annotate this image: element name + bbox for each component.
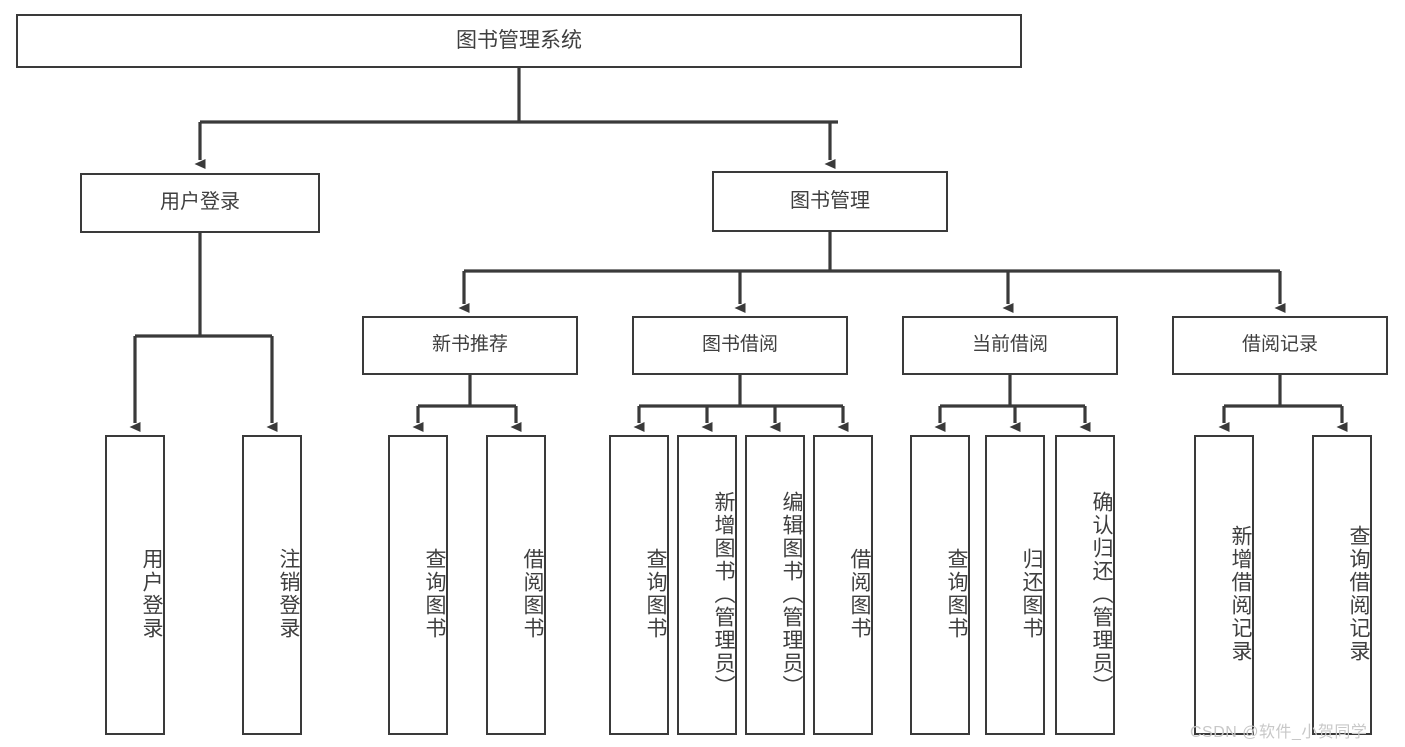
node-leaf-query-book-2-label: 查询图书 — [644, 548, 667, 640]
node-leaf-borrow-book-2-label: 借阅图书 — [848, 548, 871, 640]
node-leaf-query-book-1-label: 查询图书 — [423, 548, 446, 640]
node-leaf-query-book-3[interactable]: 查询图书 — [910, 435, 970, 735]
node-book-management-label: 图书管理 — [790, 189, 870, 212]
node-user-login-label: 用户登录 — [160, 191, 240, 214]
node-leaf-logout[interactable]: 注销登录 — [242, 435, 302, 735]
node-leaf-add-record[interactable]: 新增借阅记录 — [1194, 435, 1254, 735]
csdn-watermark: CSDN @软件_小贺同学 — [1190, 724, 1368, 741]
node-leaf-return-book-label: 归还图书 — [1020, 548, 1043, 640]
node-leaf-add-book-label: 新增图书（管理员） — [712, 490, 735, 698]
node-leaf-borrow-book-1[interactable]: 借阅图书 — [486, 435, 546, 735]
node-leaf-user-login-label: 用户登录 — [140, 548, 163, 640]
node-leaf-query-book-3-label: 查询图书 — [945, 548, 968, 640]
node-leaf-edit-book[interactable]: 编辑图书（管理员） — [745, 435, 805, 735]
node-leaf-query-record[interactable]: 查询借阅记录 — [1312, 435, 1372, 735]
node-book-borrow[interactable]: 图书借阅 — [632, 316, 848, 375]
node-leaf-confirm-return[interactable]: 确认归还（管理员） — [1055, 435, 1115, 735]
node-new-book-recommend-label: 新书推荐 — [431, 334, 508, 356]
node-leaf-edit-book-label: 编辑图书（管理员） — [780, 490, 803, 698]
node-leaf-query-book-1[interactable]: 查询图书 — [388, 435, 448, 735]
node-leaf-add-record-label: 新增借阅记录 — [1229, 525, 1252, 663]
node-root[interactable]: 图书管理系统 — [16, 14, 1022, 68]
node-leaf-user-login[interactable]: 用户登录 — [105, 435, 165, 735]
node-leaf-logout-label: 注销登录 — [277, 548, 300, 640]
node-leaf-query-book-2[interactable]: 查询图书 — [609, 435, 669, 735]
node-new-book-recommend[interactable]: 新书推荐 — [362, 316, 578, 375]
node-leaf-confirm-return-label: 确认归还（管理员） — [1090, 490, 1113, 698]
node-borrow-record-label: 借阅记录 — [1241, 334, 1318, 356]
node-leaf-return-book[interactable]: 归还图书 — [985, 435, 1045, 735]
node-current-borrow[interactable]: 当前借阅 — [902, 316, 1118, 375]
node-book-management[interactable]: 图书管理 — [712, 171, 948, 232]
node-current-borrow-label: 当前借阅 — [971, 334, 1048, 356]
node-leaf-borrow-book-1-label: 借阅图书 — [521, 548, 544, 640]
node-leaf-borrow-book-2[interactable]: 借阅图书 — [813, 435, 873, 735]
node-root-label: 图书管理系统 — [456, 28, 582, 52]
node-leaf-query-record-label: 查询借阅记录 — [1347, 525, 1370, 663]
node-book-borrow-label: 图书借阅 — [701, 334, 778, 356]
node-user-login[interactable]: 用户登录 — [80, 173, 320, 233]
node-borrow-record[interactable]: 借阅记录 — [1172, 316, 1388, 375]
node-leaf-add-book[interactable]: 新增图书（管理员） — [677, 435, 737, 735]
